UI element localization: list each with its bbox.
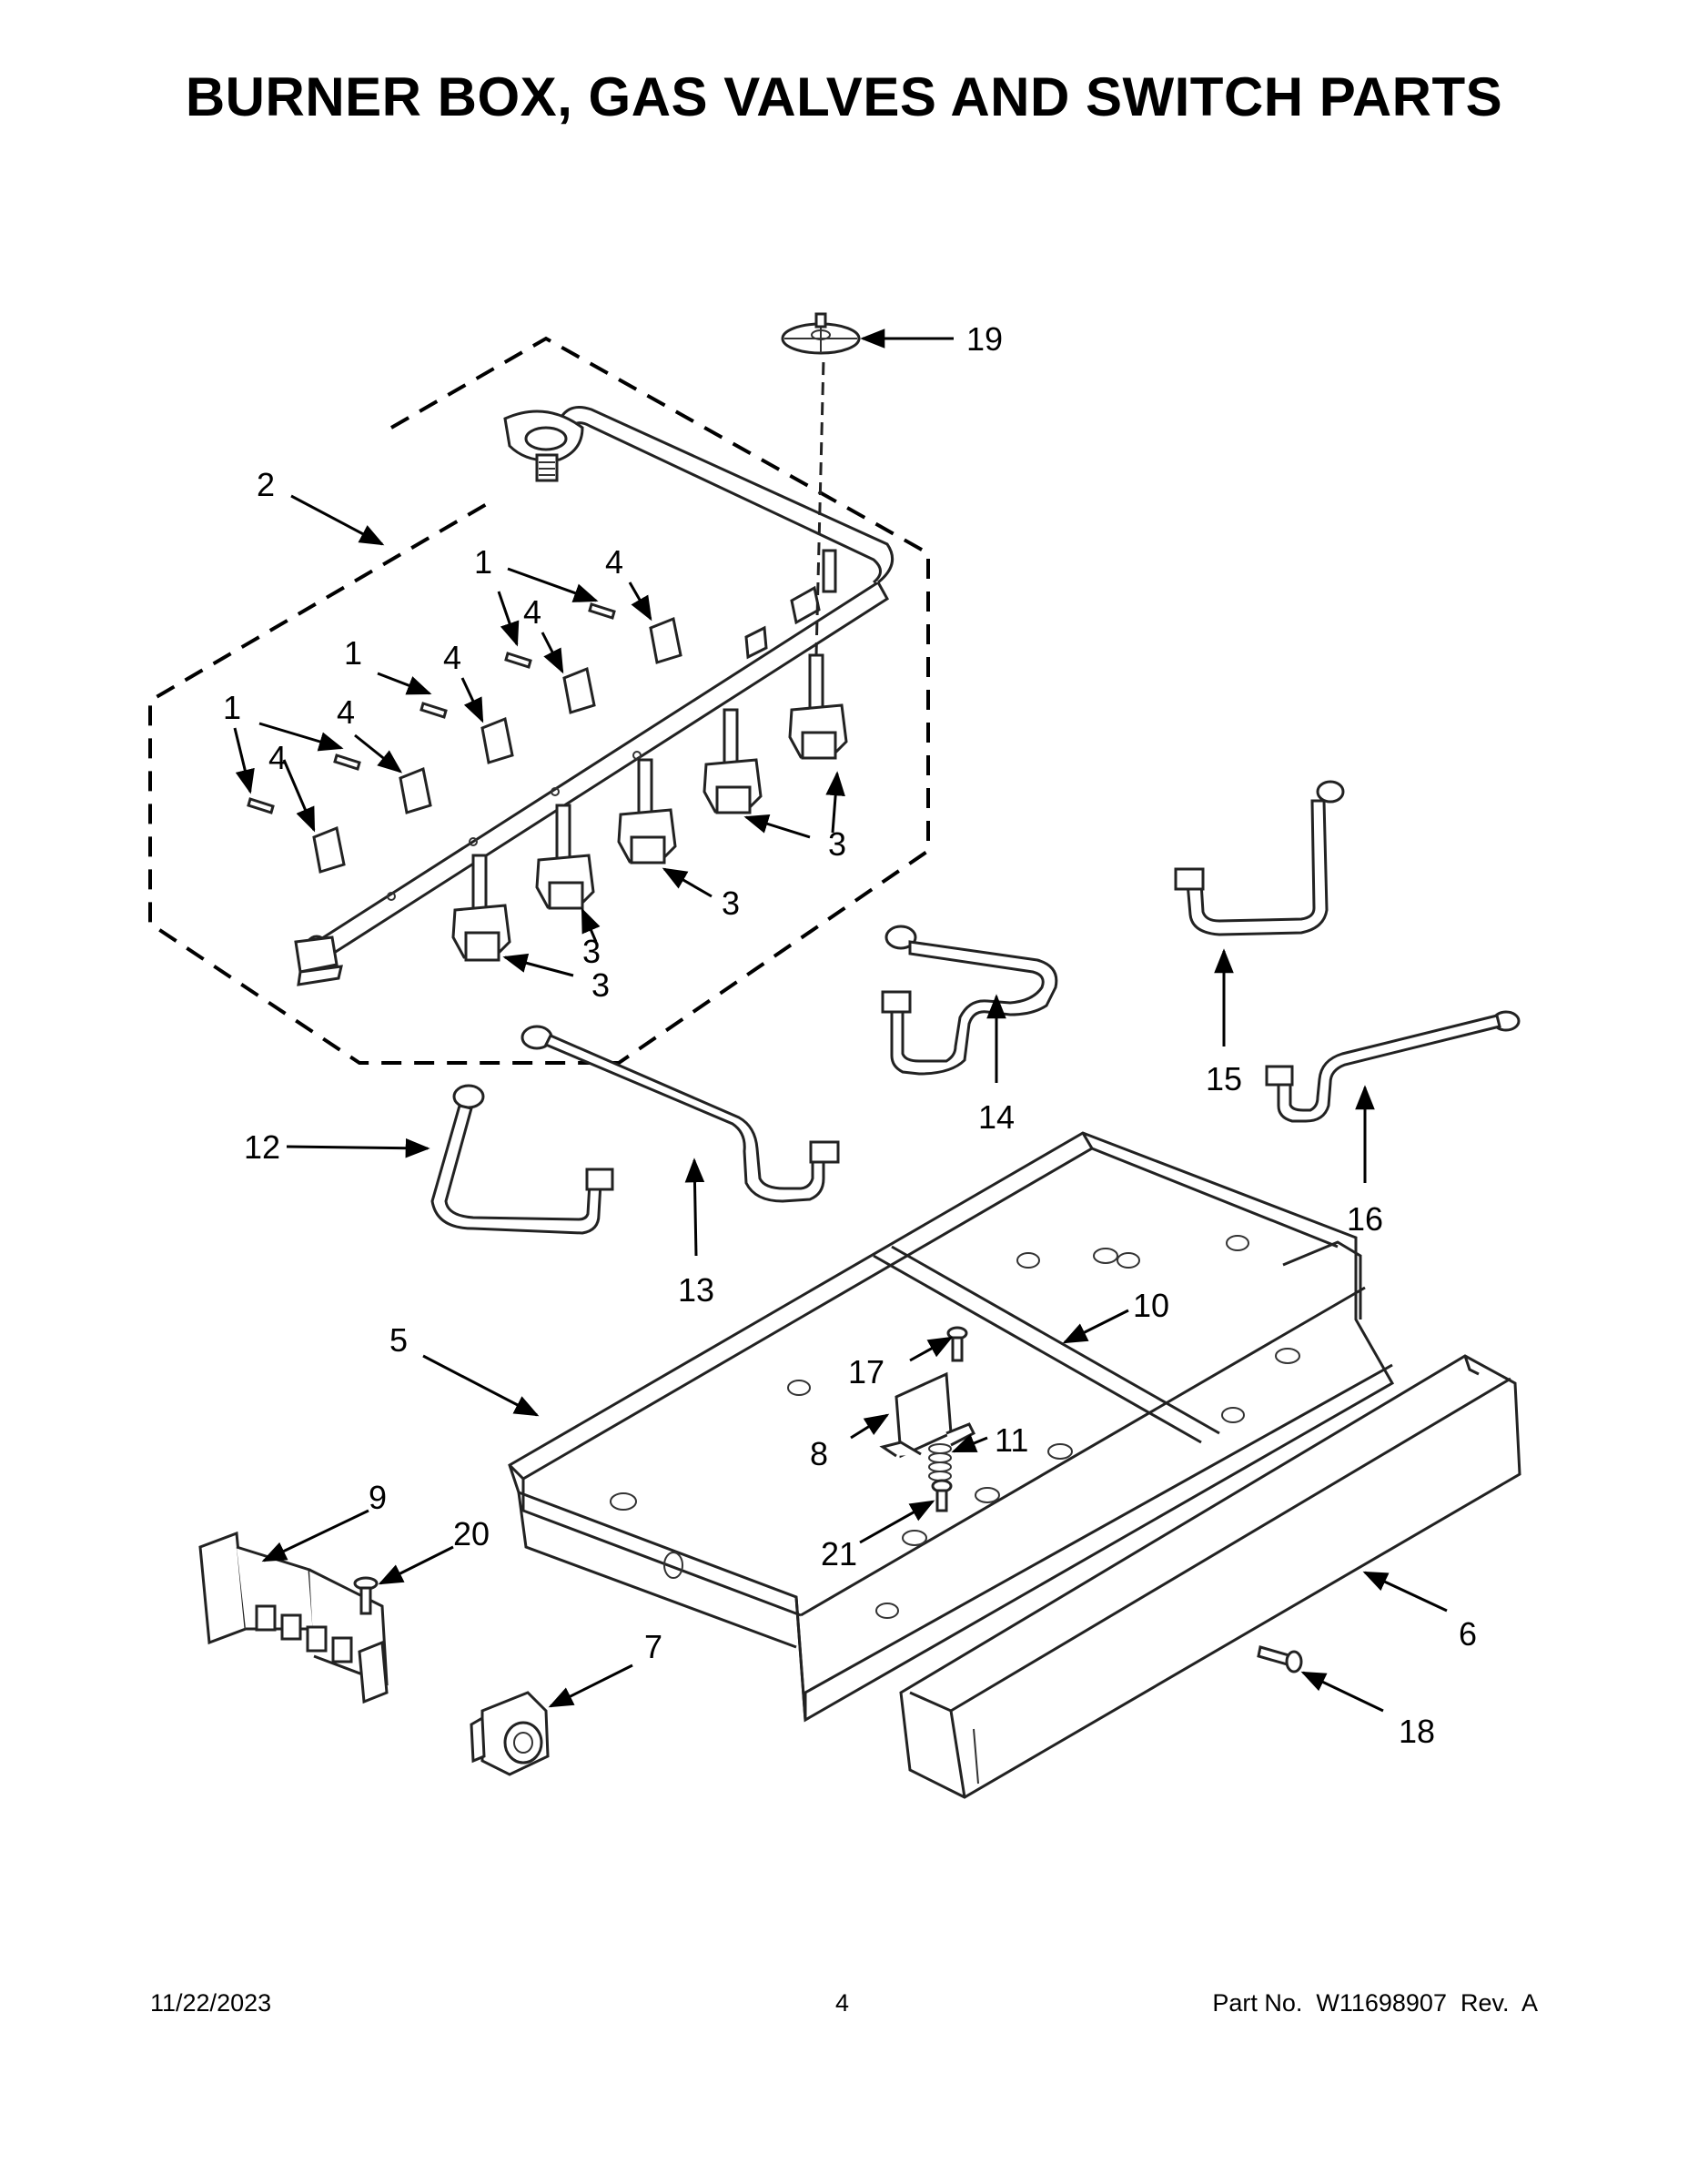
assembly-boundary [148,336,930,1065]
callout-14: 14 [978,1098,1015,1136]
screw-20 [353,1576,379,1615]
callout-8: 8 [810,1435,828,1472]
callout-6: 6 [1459,1615,1477,1653]
gas-manifold [294,406,895,986]
gas-valves [451,359,848,962]
tube-12 [430,1084,614,1235]
callout-16: 16 [1347,1200,1383,1238]
callout-5: 5 [389,1321,408,1359]
gas-valve [617,758,677,864]
screw-18 [1257,1645,1303,1673]
callout-labels: 2 1 4 4 1 4 1 4 4 19 3 3 3 3 12 13 14 15… [223,320,1477,1750]
callout-4: 4 [268,739,287,776]
callout-4: 4 [523,593,541,631]
callout-12: 12 [244,1128,280,1166]
callout-17: 17 [848,1353,884,1390]
gas-valve [451,854,511,962]
callout-20: 20 [453,1515,490,1552]
flame-spreader [781,312,861,355]
pressure-regulator [470,1691,550,1776]
footer-page-number: 4 [835,1989,850,2017]
callout-3: 3 [828,825,846,863]
gas-valve [535,804,595,910]
screw-21 [931,1479,953,1512]
callout-3: 3 [591,966,610,1004]
callout-15: 15 [1206,1060,1242,1097]
callout-7: 7 [644,1628,662,1665]
footer-part-number: Part No. W11698907 Rev. A [1212,1989,1538,2017]
footer-date: 11/22/2023 [150,1989,272,2017]
valve-clips [312,616,682,874]
page-title: BURNER BOX, GAS VALVES AND SWITCH PARTS [185,66,1503,127]
tube-15 [1174,780,1345,936]
tube-13 [521,1025,840,1203]
callout-21: 21 [821,1535,857,1572]
screw-17 [946,1326,968,1362]
callout-10: 10 [1133,1287,1169,1324]
callout-2: 2 [257,466,275,503]
callout-9: 9 [369,1479,387,1516]
front-trim [899,1354,1521,1799]
callout-arrows [233,329,1448,1713]
callout-1: 1 [223,689,241,726]
callout-1: 1 [344,634,362,672]
tube-14 [881,925,1058,1076]
callout-4: 4 [443,639,461,676]
tube-16 [1265,1010,1521,1123]
callout-19: 19 [966,320,1003,358]
callout-4: 4 [337,693,355,731]
callout-3: 3 [722,885,740,922]
gas-valve-with-flame-spreader [788,359,848,760]
gas-valve [702,708,763,814]
screws [247,602,616,814]
callout-1: 1 [474,543,492,581]
gas-tubes [430,780,1521,1235]
callout-4: 4 [605,543,623,581]
callout-3: 3 [582,933,601,970]
callout-18: 18 [1399,1713,1435,1750]
callout-13: 13 [678,1271,714,1309]
switch-assembly [198,1531,389,1704]
callout-11: 11 [995,1421,1028,1459]
